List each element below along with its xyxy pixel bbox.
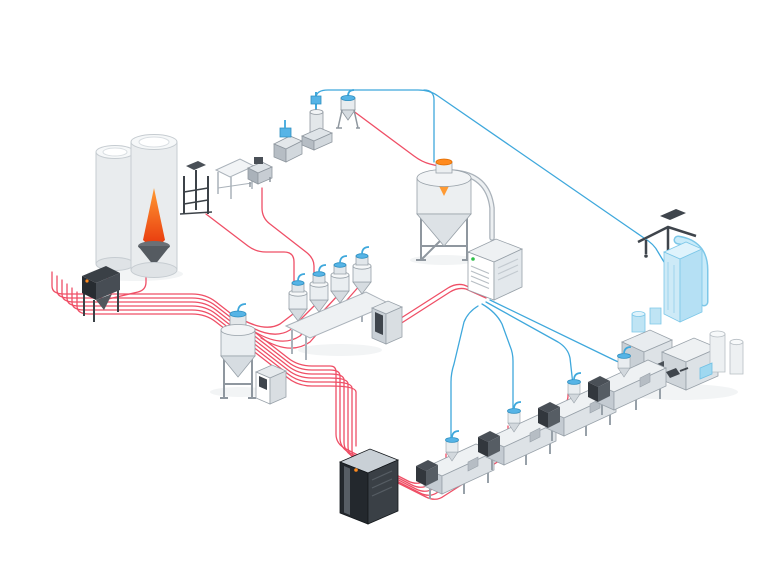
storage-silo-b: [131, 135, 177, 278]
red-pipe-dryer-feed: [352, 110, 438, 166]
silo-hatch: [103, 148, 127, 156]
receiver-hopper-4: [352, 246, 372, 295]
tower-front: [664, 252, 680, 322]
valve-box: [311, 96, 321, 104]
discharge-cone: [138, 246, 170, 266]
power-cabinet: [340, 449, 398, 524]
blue-piping-network: [316, 90, 664, 442]
material-flow: [143, 188, 165, 246]
blue-pipe-extruder3: [486, 302, 573, 385]
dryer-stand: [220, 356, 256, 398]
platform-shelf: [218, 183, 252, 188]
unit-cap: [254, 157, 263, 164]
drying-hopper-station: [416, 159, 522, 300]
crane-trolley: [660, 209, 686, 220]
frame-head: [186, 161, 206, 170]
cyclone-2: [650, 308, 661, 324]
hopper-cone: [417, 214, 471, 246]
red-pipe-unit-feed: [262, 188, 314, 276]
silo-support-frame: [180, 161, 212, 214]
hopper-top: [82, 266, 120, 283]
status-light: [85, 279, 89, 283]
side-silo-2-lid: [730, 339, 743, 344]
frame-braces: [180, 188, 212, 214]
silo-hatch: [139, 137, 169, 147]
red-pipe-dehumidifier-2: [400, 288, 486, 324]
blue-pipe-extruder4: [490, 300, 631, 363]
film-line-tower: [622, 209, 743, 390]
blue-pipe-dryer-branch: [424, 90, 434, 162]
cabinet-side: [386, 307, 402, 344]
red-pipe-dehumidifier-1: [398, 284, 486, 320]
receiver-hopper-1: [288, 273, 308, 322]
cabinet-panel: [375, 312, 383, 335]
blue-pipe-extruder2: [482, 304, 513, 413]
crane-hook: [644, 254, 648, 258]
extruder-lines: [415, 346, 689, 500]
blue-pipe-extruder1: [451, 306, 478, 442]
box-screen: [259, 376, 267, 390]
cabinet-side: [368, 460, 398, 524]
side-silo-1-lid: [710, 331, 725, 337]
hopper-cone: [96, 294, 112, 310]
blue-hood: [280, 128, 291, 137]
storage-silo-a: [96, 146, 134, 271]
tower-panels: [668, 262, 674, 313]
red-pipe-hopper-feed-1: [243, 311, 297, 327]
loader-lid: [341, 95, 355, 100]
process-unit-2: [274, 120, 302, 162]
loader-lid: [230, 311, 246, 317]
power-light: [471, 257, 475, 261]
dehumidifier-side: [494, 249, 522, 300]
hopper-legs: [84, 290, 118, 322]
cabinet-door-strip: [344, 466, 350, 515]
red-pipe-silo-feed: [104, 272, 146, 300]
silo-body: [96, 152, 134, 264]
loader-lid-orange: [436, 159, 452, 165]
storage-silos: [96, 135, 177, 278]
red-pipe-frame-feed: [206, 214, 294, 282]
receiver-hopper-2: [309, 264, 329, 313]
filter-lid: [310, 110, 323, 115]
cyan-accessory: [700, 363, 712, 379]
hopper-side: [96, 273, 120, 300]
unit-legs: [250, 177, 270, 187]
crane-arm: [638, 227, 696, 254]
loader-legs: [336, 110, 360, 128]
vent-grille-front: [471, 266, 489, 289]
station-control-cabinet: [372, 301, 402, 344]
hopper-dryer: [220, 304, 286, 404]
red-pipe-run-filmline: [72, 288, 656, 499]
cabinet-vents: [372, 471, 392, 496]
base-side: [314, 133, 332, 150]
dryer-control-box: [256, 365, 286, 404]
cyclone-1-lid: [632, 312, 645, 317]
shadow: [410, 255, 478, 265]
power-light: [354, 468, 358, 472]
vacuum-unit: [302, 92, 332, 150]
silo-bottom: [131, 263, 177, 278]
vent-grille-side: [498, 259, 518, 280]
process-unit-1: [248, 157, 272, 187]
dehumidifier: [468, 239, 522, 300]
hopper-front: [82, 276, 96, 300]
top-process-units: [248, 90, 360, 187]
receiver-station: [286, 246, 402, 360]
unit-side: [286, 141, 302, 162]
tower-side: [680, 249, 702, 322]
bag-dump-hopper: [82, 266, 120, 322]
side-silo-2: [730, 342, 743, 374]
unit-side: [258, 167, 272, 184]
box-side: [270, 371, 286, 404]
loader-hopper-unit: [336, 90, 360, 128]
receiver-hopper-3: [330, 255, 350, 304]
red-pipe-hopper-feed-3: [255, 293, 340, 341]
dryer-cone: [221, 356, 255, 377]
loader-cone: [341, 110, 355, 120]
shadow: [298, 344, 382, 356]
dryer-lid: [221, 325, 255, 336]
red-pipe-hopper-feed-4: [261, 284, 361, 348]
